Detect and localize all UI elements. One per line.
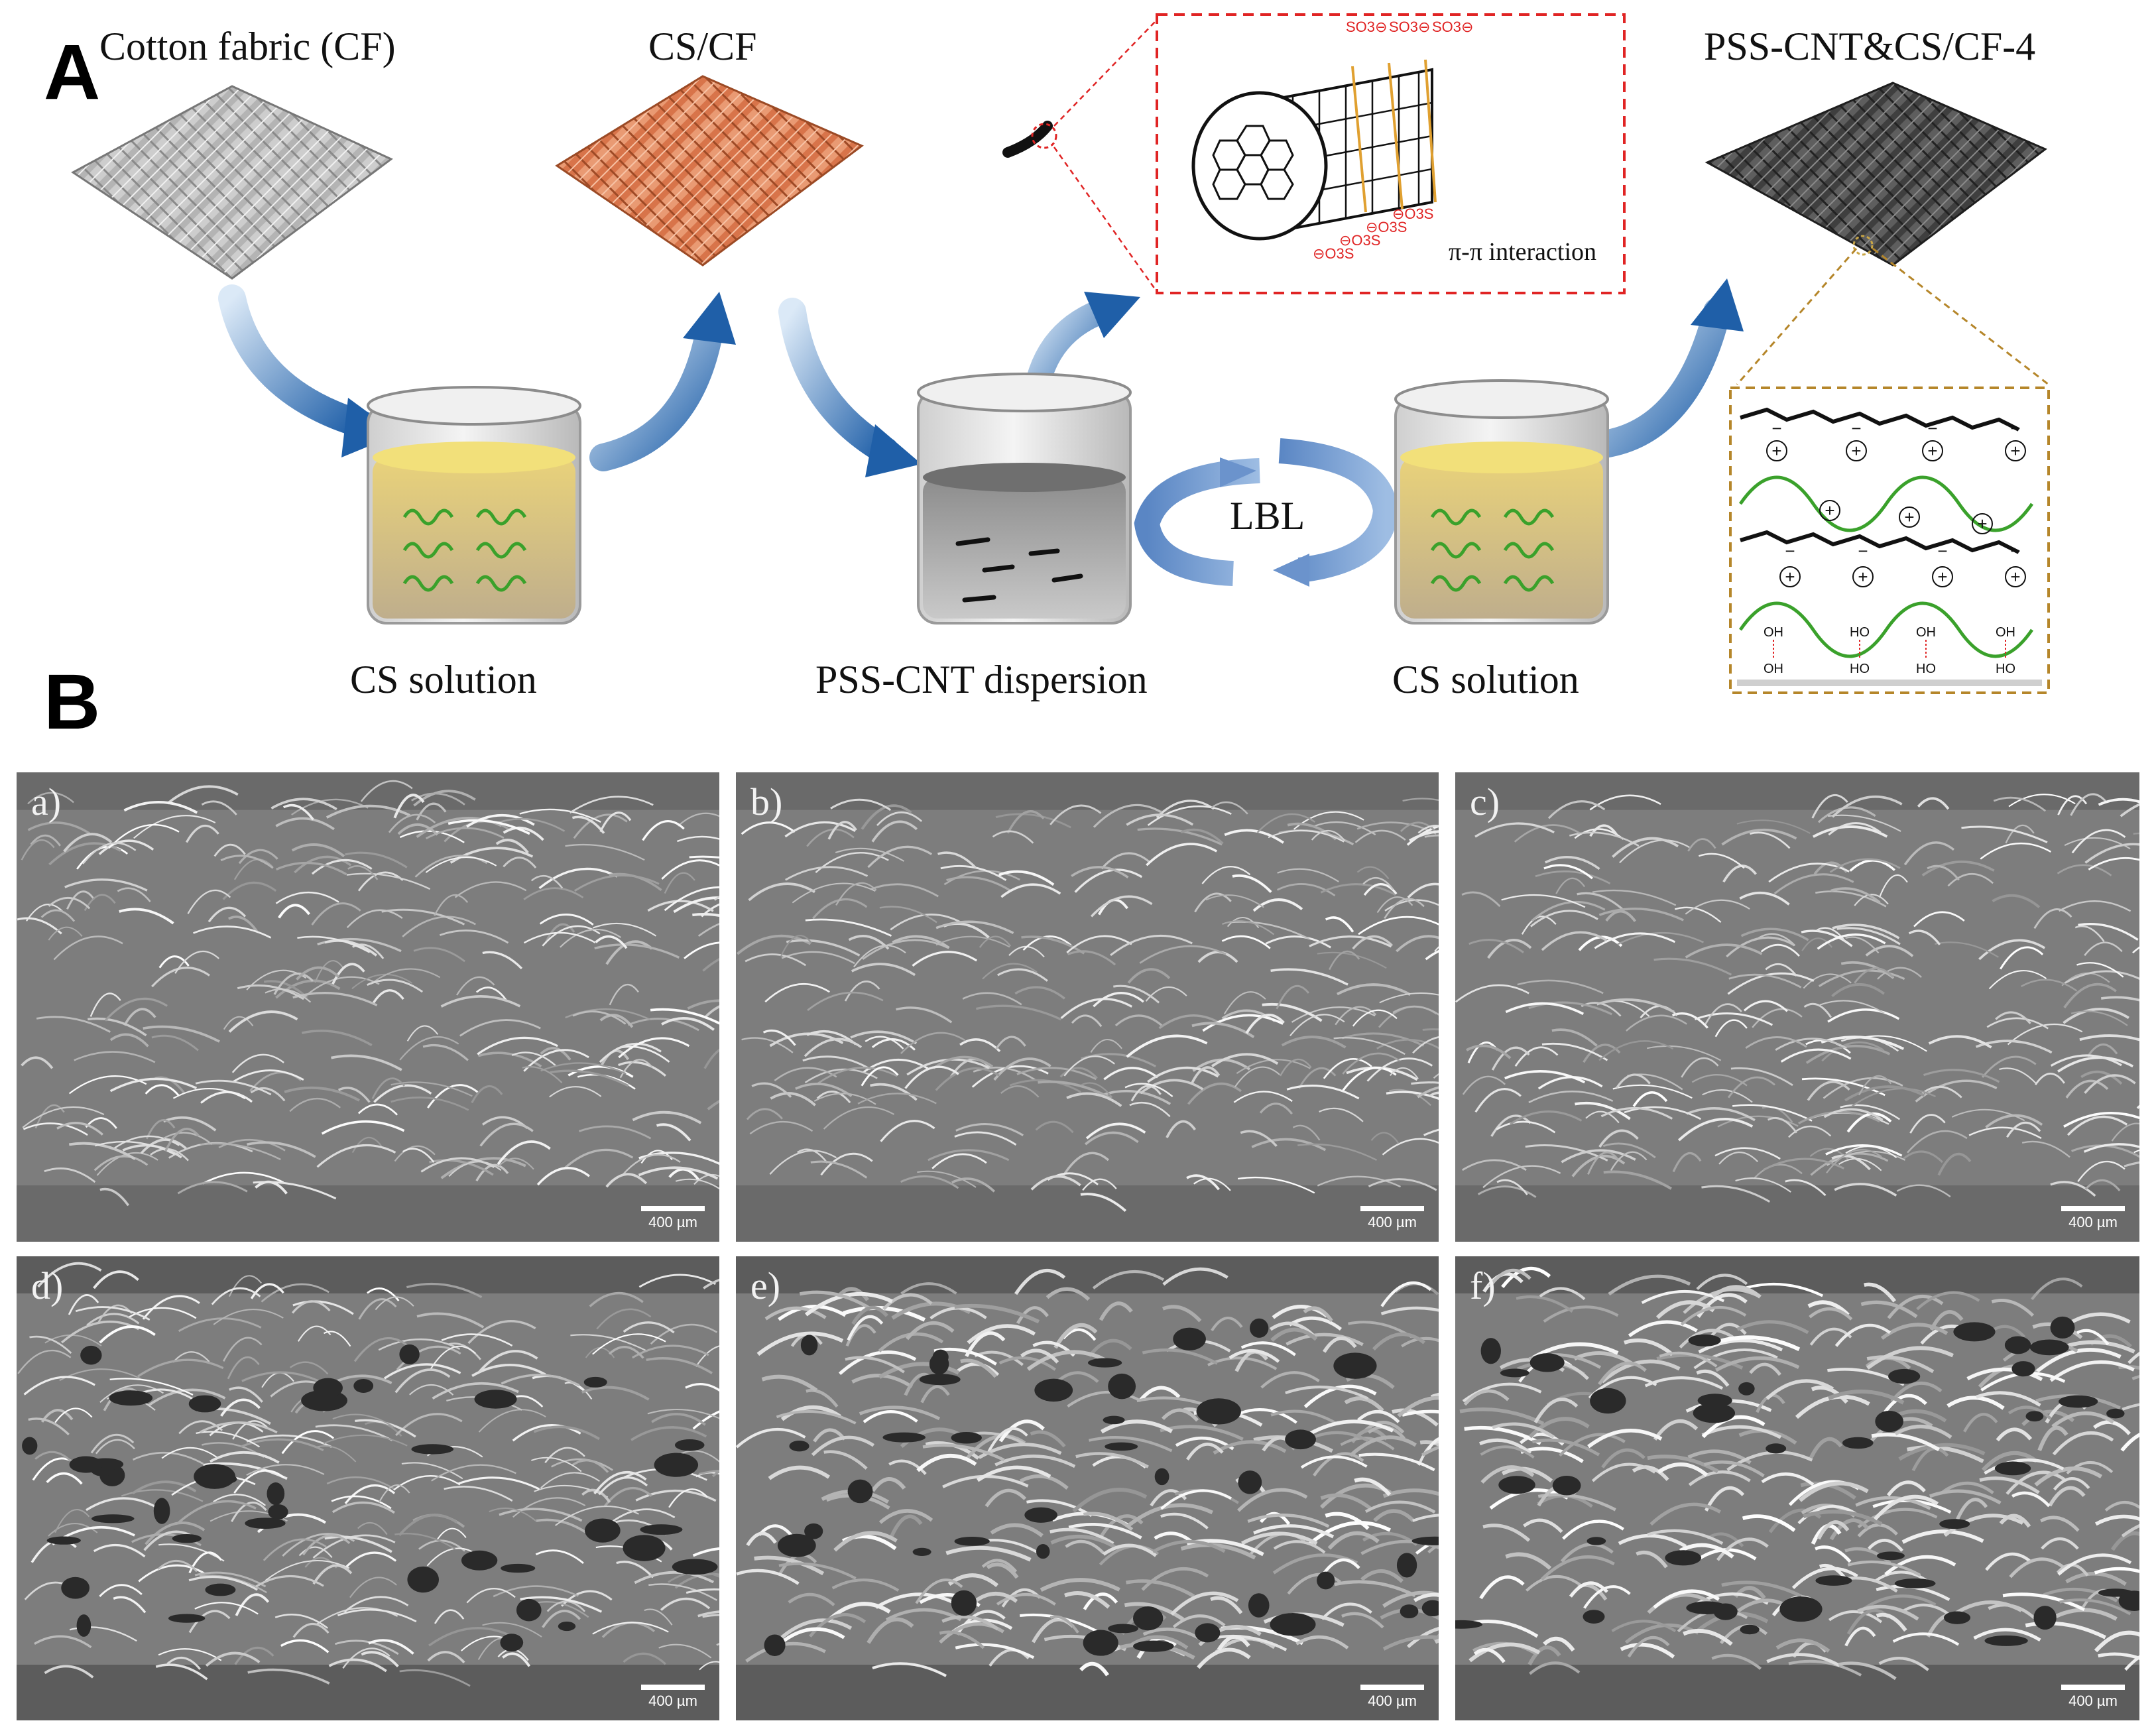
sem-label-e: e) <box>750 1264 781 1307</box>
charge-minus-1: − <box>1771 418 1781 438</box>
sem-image-e: e) 400 µm <box>736 1256 1439 1720</box>
scale-bar-text: 400 µm <box>1368 1214 1417 1230</box>
charge-plus-1: + <box>1771 441 1781 461</box>
scale-bar-text: 400 µm <box>1368 1693 1417 1709</box>
lbl-cycle-arrows <box>1134 438 1399 587</box>
so3-top-3: SO3⊖ <box>1432 19 1473 35</box>
schematic-diagram: SO3⊖ SO3⊖ SO3⊖ ⊖O3S ⊖O3S ⊖O3S ⊖O3S π-π i… <box>71 13 2050 694</box>
charge-minus-5: − <box>1785 541 1795 561</box>
scale-bar-line <box>2061 1685 2125 1690</box>
so3-bottom-3: ⊖O3S <box>1366 219 1407 235</box>
charge-plus-8: + <box>2010 567 2020 587</box>
label-pss-cnt-dispersion: PSS-CNT dispersion <box>815 658 1148 701</box>
charge-plus-3: + <box>1927 441 1937 461</box>
arrow-beaker-to-final <box>1590 278 1744 458</box>
charge-plus-2: + <box>1851 441 1861 461</box>
scale-bar-a: 400 µm <box>641 1206 705 1230</box>
panel-letter-b: B <box>44 658 101 746</box>
scale-bar-f: 400 µm <box>2061 1685 2125 1708</box>
final-fabric-illustration <box>1705 82 2047 267</box>
sem-texture <box>17 1256 719 1720</box>
cnt-inset: SO3⊖ SO3⊖ SO3⊖ ⊖O3S ⊖O3S ⊖O3S ⊖O3S π-π i… <box>1002 13 1626 294</box>
scale-bar-line <box>1360 1685 1424 1690</box>
charge-minus-4: − <box>2010 418 2020 438</box>
oh-label-2: OH <box>1916 625 1936 640</box>
ho-label-4: HO <box>1996 662 2015 676</box>
label-pss-cnt-cs-cf-4: PSS-CNT&CS/CF-4 <box>1704 25 2036 68</box>
scale-bar-text: 400 µm <box>2068 1693 2118 1709</box>
sem-texture <box>1455 772 2139 1242</box>
scale-bar-b: 400 µm <box>1360 1206 1424 1230</box>
scale-bar-d: 400 µm <box>641 1685 705 1708</box>
so3-top-1: SO3⊖ <box>1346 19 1387 35</box>
oh-label-1: OH <box>1764 625 1783 640</box>
label-cotton-fabric: Cotton fabric (CF) <box>99 25 396 68</box>
sem-label-d: d) <box>31 1264 64 1307</box>
label-cs-solution-1: CS solution <box>350 658 537 701</box>
label-cs-solution-2: CS solution <box>1392 658 1579 701</box>
cs-solution-beaker-2 <box>1394 379 1609 625</box>
so3-bottom-1: ⊖O3S <box>1313 245 1354 262</box>
charge-plus-11: + <box>1977 514 1987 534</box>
pi-pi-interaction-label: π-π interaction <box>1449 238 1596 266</box>
cotton-fabric-illustration <box>71 85 393 280</box>
pss-cnt-dispersion-beaker <box>917 373 1132 625</box>
charge-plus-5: + <box>1785 567 1795 587</box>
so3-bottom-2: ⊖O3S <box>1339 232 1380 249</box>
charge-minus-3: − <box>1927 418 1937 438</box>
sem-label-f: f) <box>1470 1264 1496 1307</box>
scale-bar-c: 400 µm <box>2061 1206 2125 1230</box>
sem-image-c: c) 400 µm <box>1455 772 2139 1242</box>
label-cs-cf: CS/CF <box>648 25 757 68</box>
so3-top-2: SO3⊖ <box>1389 19 1430 35</box>
charge-minus-7: − <box>1937 541 1947 561</box>
sem-image-a: a) 400 µm <box>17 772 719 1242</box>
arrow-cscf-to-cnt-beaker <box>778 298 922 477</box>
cs-cf-fabric-illustration <box>555 75 864 267</box>
layer-structure-inset: + + + + + + + + + + + − − − − − − − − OH… <box>1729 247 2050 694</box>
charge-minus-6: − <box>1858 541 1868 561</box>
scale-bar-text: 400 µm <box>648 1214 697 1230</box>
charge-plus-6: + <box>1858 567 1868 587</box>
arrow-beaker-to-cscf <box>589 292 736 471</box>
charge-minus-8: − <box>2010 541 2020 561</box>
scale-bar-e: 400 µm <box>1360 1685 1424 1708</box>
sem-image-f: f) 400 µm <box>1455 1256 2139 1720</box>
charge-minus-2: − <box>1851 418 1861 438</box>
scale-bar-line <box>641 1206 705 1211</box>
sem-texture <box>17 772 719 1242</box>
sem-label-c: c) <box>1470 780 1500 823</box>
so3-bottom-4: ⊖O3S <box>1392 206 1433 222</box>
sem-label-b: b) <box>750 780 783 823</box>
scale-bar-line <box>641 1685 705 1690</box>
sem-image-d: d) 400 µm <box>17 1256 719 1720</box>
oh-label-3: OH <box>1996 625 2015 640</box>
ho-label-2: HO <box>1850 662 1870 676</box>
charge-plus-9: + <box>1825 501 1834 520</box>
charge-plus-10: + <box>1904 507 1914 527</box>
sem-texture <box>736 772 1439 1242</box>
scale-bar-text: 400 µm <box>648 1693 697 1709</box>
panel-letter-a: A <box>44 29 101 116</box>
scale-bar-line <box>1360 1206 1424 1211</box>
cs-solution-beaker-1 <box>367 386 581 625</box>
scale-bar-text: 400 µm <box>2068 1214 2118 1230</box>
sem-texture <box>736 1256 1439 1720</box>
charge-plus-7: + <box>1937 567 1947 587</box>
label-lbl: LBL <box>1230 494 1305 538</box>
scale-bar-line <box>2061 1206 2125 1211</box>
sem-texture <box>1455 1256 2139 1720</box>
oh-label-4: OH <box>1764 662 1783 676</box>
sem-label-a: a) <box>31 780 62 823</box>
ho-label-3: HO <box>1916 662 1936 676</box>
sem-image-b: b) 400 µm <box>736 772 1439 1242</box>
charge-plus-4: + <box>2010 441 2020 461</box>
ho-label-1: HO <box>1850 625 1870 640</box>
